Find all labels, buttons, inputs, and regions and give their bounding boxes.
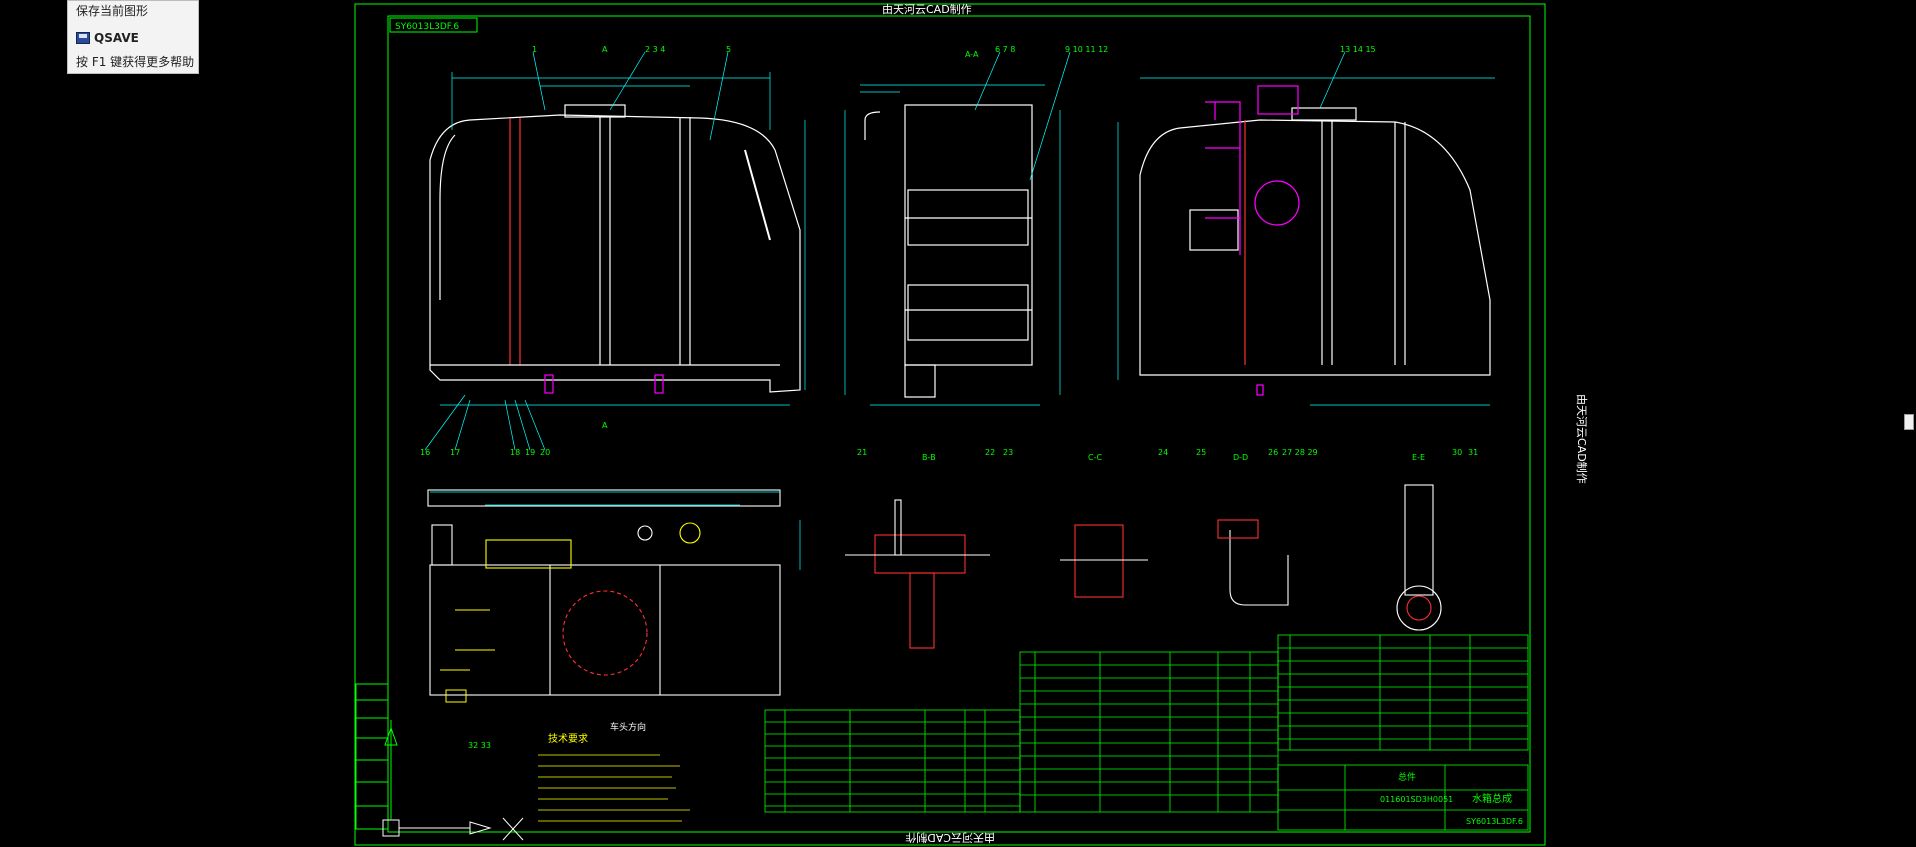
section-ee — [1396, 484, 1442, 631]
balloon-2-4: 2 3 4 — [645, 45, 665, 54]
side-caption: 由天河云CAD制作 — [1575, 394, 1589, 484]
section-label-ee: E-E — [1412, 453, 1425, 462]
leader-lines — [424, 51, 1346, 451]
balloon-9-12: 9 10 11 12 — [1065, 45, 1108, 54]
plan-view-dims — [430, 491, 801, 570]
balloon-18: 18 — [510, 448, 520, 457]
inner-frame — [387, 15, 1531, 833]
side-view-dims — [844, 84, 1061, 406]
balloon-31: 31 — [1468, 448, 1478, 457]
side-view — [864, 104, 1033, 398]
scrollbar-thumb[interactable] — [1904, 414, 1914, 430]
stamp-text: SY6013L3DF.6 — [395, 22, 459, 32]
parts-list-right — [1277, 634, 1529, 751]
balloon-1: 1 — [532, 45, 537, 54]
section-label-bb: B-B — [922, 453, 936, 462]
balloon-24: 24 — [1158, 448, 1168, 457]
balloon-30: 30 — [1452, 448, 1462, 457]
command-tooltip: 保存当前图形 QSAVE 按 F1 键获得更多帮助 — [67, 0, 199, 74]
save-icon — [76, 32, 90, 44]
balloon-21: 21 — [857, 448, 867, 457]
balloon-23: 23 — [1003, 448, 1013, 457]
plan-view-hidden — [440, 609, 495, 703]
title-drawing-no: SY6013L3DF.6 — [1466, 817, 1523, 826]
balloon-16: 16 — [420, 448, 430, 457]
plan-view — [427, 489, 781, 696]
balloon-32-33: 32 33 — [468, 741, 491, 750]
front-view-dims — [440, 72, 806, 406]
outer-frame — [354, 3, 1546, 846]
balloon-19: 19 — [525, 448, 535, 457]
bottom-caption: 由天河云CAD制作 — [905, 831, 995, 845]
section-label-cc: C-C — [1088, 453, 1102, 462]
ucs-y-axis — [384, 720, 398, 820]
balloon-5: 5 — [726, 45, 731, 54]
tooltip-description: 保存当前图形 — [76, 4, 149, 18]
rear-view-accessories — [1205, 85, 1300, 396]
balloon-22: 22 — [985, 448, 995, 457]
section-label-a: A — [602, 45, 608, 54]
stamp-box — [389, 17, 478, 33]
balloon-17: 17 — [450, 448, 460, 457]
tech-notes — [538, 754, 690, 822]
tech-title: 技术要求 — [548, 732, 588, 745]
title-block — [1277, 764, 1529, 831]
front-view — [429, 104, 801, 394]
tooltip-help: 按 F1 键获得更多帮助 — [76, 55, 195, 69]
parts-list-left — [764, 709, 1021, 813]
section-label-dd: D-D — [1233, 453, 1248, 462]
balloon-26: 26 — [1268, 448, 1278, 457]
section-cc — [1060, 524, 1148, 598]
ucs-icon — [382, 817, 524, 841]
section-bb — [845, 499, 990, 649]
title-code: 011601SD3H0051 — [1380, 795, 1453, 804]
balloon-25: 25 — [1196, 448, 1206, 457]
section-label-aa: A-A — [965, 50, 979, 59]
title-part-label: 总件 — [1398, 771, 1416, 783]
rear-view-dims — [1117, 77, 1495, 406]
direction-label: 车头方向 — [610, 721, 646, 733]
balloon-6-8: 6 7 8 — [995, 45, 1015, 54]
balloon-27-29: 27 28 29 — [1282, 448, 1318, 457]
revision-column — [355, 683, 389, 830]
title-name: 水箱总成 — [1472, 792, 1512, 805]
section-label-a-bottom: A — [602, 421, 608, 430]
section-dd — [1217, 519, 1289, 606]
rear-view — [1139, 107, 1491, 376]
top-caption: 由天河云CAD制作 — [882, 2, 972, 16]
balloon-13-15: 13 14 15 — [1340, 45, 1376, 54]
balloon-20: 20 — [540, 448, 550, 457]
tooltip-command: QSAVE — [94, 31, 139, 45]
parts-list-middle — [1019, 651, 1279, 813]
